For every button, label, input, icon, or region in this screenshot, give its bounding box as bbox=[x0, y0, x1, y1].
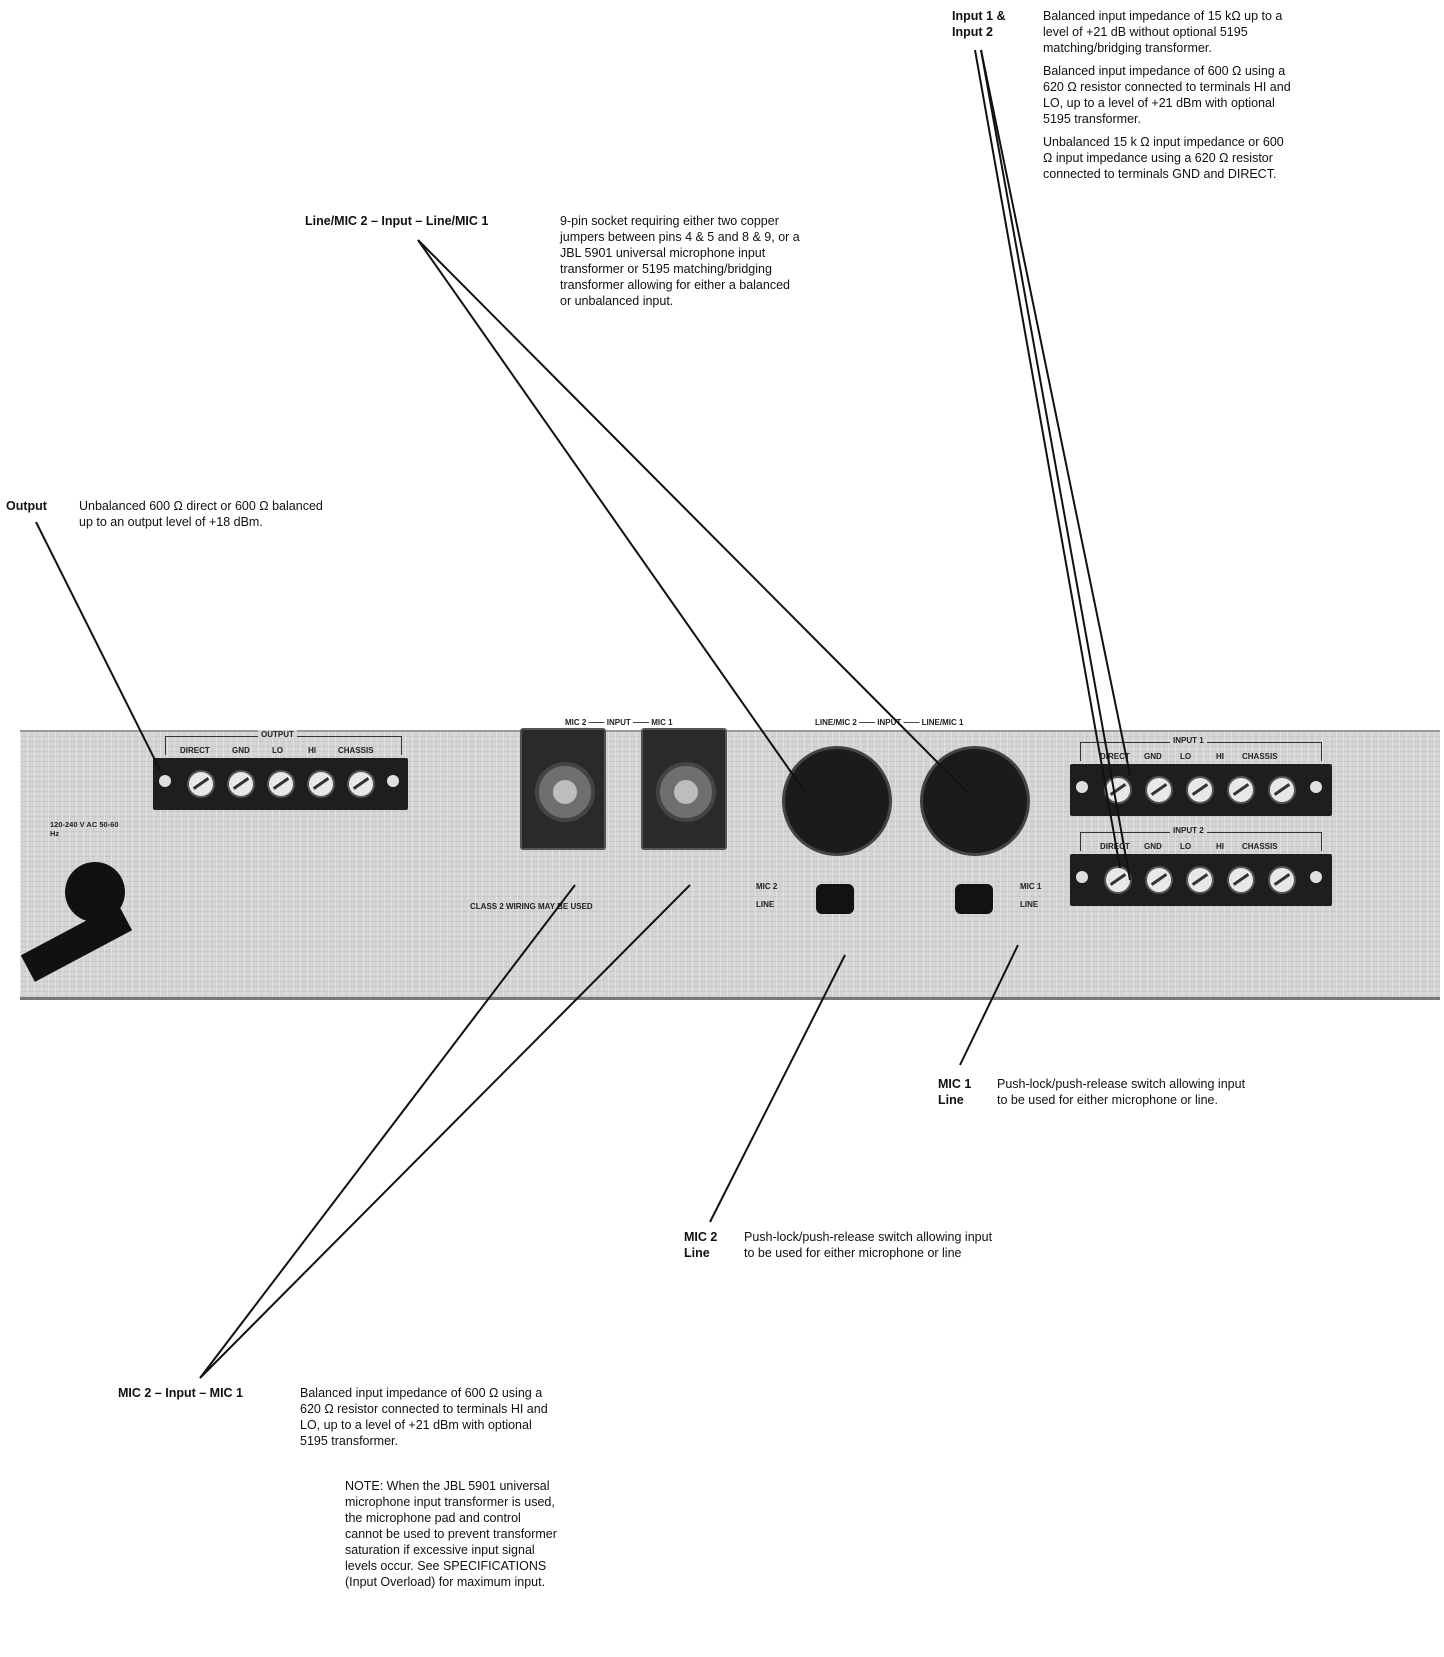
mic2-switch-label: MIC 2 Line bbox=[684, 1230, 718, 1260]
rear-panel: OUTPUT DIRECT GND LO HI CHASSIS 120-240 … bbox=[20, 718, 1440, 1000]
input12-label: Input 1 & Input 2 bbox=[952, 9, 1006, 39]
mount-hole bbox=[387, 775, 399, 787]
screw-terminal[interactable] bbox=[267, 770, 295, 798]
mount-hole bbox=[159, 775, 171, 787]
leader-line-mic1 bbox=[417, 239, 968, 793]
input12-description: Balanced input impedance of 15 kΩ up to … bbox=[1043, 9, 1291, 181]
input1-terminal-hi: HI bbox=[1216, 752, 1224, 761]
line-mic-description: 9-pin socket requiring either two copper… bbox=[560, 214, 800, 308]
mic1-line-switch[interactable] bbox=[955, 884, 993, 914]
output-panel-title: OUTPUT bbox=[258, 730, 297, 739]
mic2-xlr-connector[interactable] bbox=[520, 728, 606, 850]
output-terminal-gnd: GND bbox=[232, 746, 250, 755]
input1-terminal-direct: DIRECT bbox=[1100, 752, 1130, 761]
output-terminal-chassis: CHASSIS bbox=[338, 746, 374, 755]
mic-input-description: Balanced input impedance of 600 Ω using … bbox=[300, 1386, 548, 1448]
mic2-switch-panel-label: MIC 2 bbox=[756, 882, 778, 891]
input1-panel-title: INPUT 1 bbox=[1170, 736, 1207, 745]
input1-terminal-lo: LO bbox=[1180, 752, 1192, 761]
screw-terminal[interactable] bbox=[1145, 776, 1173, 804]
mic1-xlr-connector[interactable] bbox=[641, 728, 727, 850]
screw-terminal[interactable] bbox=[187, 770, 215, 798]
wiring-note: CLASS 2 WIRING MAY BE USED bbox=[470, 902, 593, 911]
screw-terminal[interactable] bbox=[227, 770, 255, 798]
leader-mic2-switch bbox=[709, 954, 846, 1223]
screw-terminal[interactable] bbox=[1227, 776, 1255, 804]
input2-terminal-lo: LO bbox=[1180, 842, 1192, 851]
input2-terminal-strip bbox=[1070, 854, 1332, 906]
line-input-header: LINE/MIC 2 —— INPUT —— LINE/MIC 1 bbox=[815, 718, 964, 727]
mic1-switch-label: MIC 1 Line bbox=[938, 1077, 972, 1107]
input2-terminal-direct: DIRECT bbox=[1100, 842, 1130, 851]
mount-hole bbox=[1310, 871, 1322, 883]
mic-input-header: MIC 2 —— INPUT —— MIC 1 bbox=[565, 718, 673, 727]
screw-terminal[interactable] bbox=[1227, 866, 1255, 894]
leader-line-mic2 bbox=[417, 239, 806, 793]
screw-terminal[interactable] bbox=[347, 770, 375, 798]
output-terminal-strip bbox=[153, 758, 408, 810]
leader-mic1-switch bbox=[959, 944, 1019, 1066]
leader-mic2-xlr bbox=[199, 884, 576, 1379]
output-terminal-direct: DIRECT bbox=[180, 746, 210, 755]
mic2-switch-description: Push-lock/push-release switch allowing i… bbox=[744, 1230, 993, 1260]
mic1-switch-description: Push-lock/push-release switch allowing i… bbox=[997, 1077, 1246, 1107]
mic1-switch-panel-label: MIC 1 bbox=[1020, 882, 1042, 891]
power-rating: 120-240 V AC 50-60 Hz bbox=[50, 820, 119, 838]
output-description: Unbalanced 600 Ω direct or 600 Ω balance… bbox=[79, 499, 323, 529]
output-terminal-hi: HI bbox=[308, 746, 316, 755]
leader-mic1-xlr bbox=[199, 884, 691, 1379]
output-label: Output bbox=[6, 499, 47, 513]
input1-terminal-chassis: CHASSIS bbox=[1242, 752, 1278, 761]
line-mic-label: Line/MIC 2 – Input – Line/MIC 1 bbox=[305, 214, 489, 228]
mic-input-note: NOTE: When the JBL 5901 universal microp… bbox=[345, 1479, 557, 1589]
mic-input-label: MIC 2 – Input – MIC 1 bbox=[118, 1386, 244, 1400]
leader-input1 bbox=[980, 49, 1131, 776]
input1-terminal-gnd: GND bbox=[1144, 752, 1162, 761]
mount-hole bbox=[1310, 781, 1322, 793]
screw-terminal[interactable] bbox=[1186, 866, 1214, 894]
screw-terminal[interactable] bbox=[1268, 866, 1296, 894]
line-switch-panel-label-right: LINE bbox=[1020, 900, 1039, 909]
mount-hole bbox=[1076, 871, 1088, 883]
input2-terminal-chassis: CHASSIS bbox=[1242, 842, 1278, 851]
output-terminal-lo: LO bbox=[272, 746, 284, 755]
input2-panel-title: INPUT 2 bbox=[1170, 826, 1207, 835]
screw-terminal[interactable] bbox=[1268, 776, 1296, 804]
input2-terminal-gnd: GND bbox=[1144, 842, 1162, 851]
screw-terminal[interactable] bbox=[1145, 866, 1173, 894]
screw-terminal[interactable] bbox=[1186, 776, 1214, 804]
input2-terminal-hi: HI bbox=[1216, 842, 1224, 851]
mount-hole bbox=[1076, 781, 1088, 793]
leader-input2b bbox=[974, 49, 1121, 869]
leader-output bbox=[35, 521, 161, 771]
line-mic2-socket[interactable] bbox=[782, 746, 892, 856]
leader-input2 bbox=[980, 49, 1131, 881]
mic2-line-switch[interactable] bbox=[816, 884, 854, 914]
line-switch-panel-label-left: LINE bbox=[756, 900, 775, 909]
screw-terminal[interactable] bbox=[307, 770, 335, 798]
